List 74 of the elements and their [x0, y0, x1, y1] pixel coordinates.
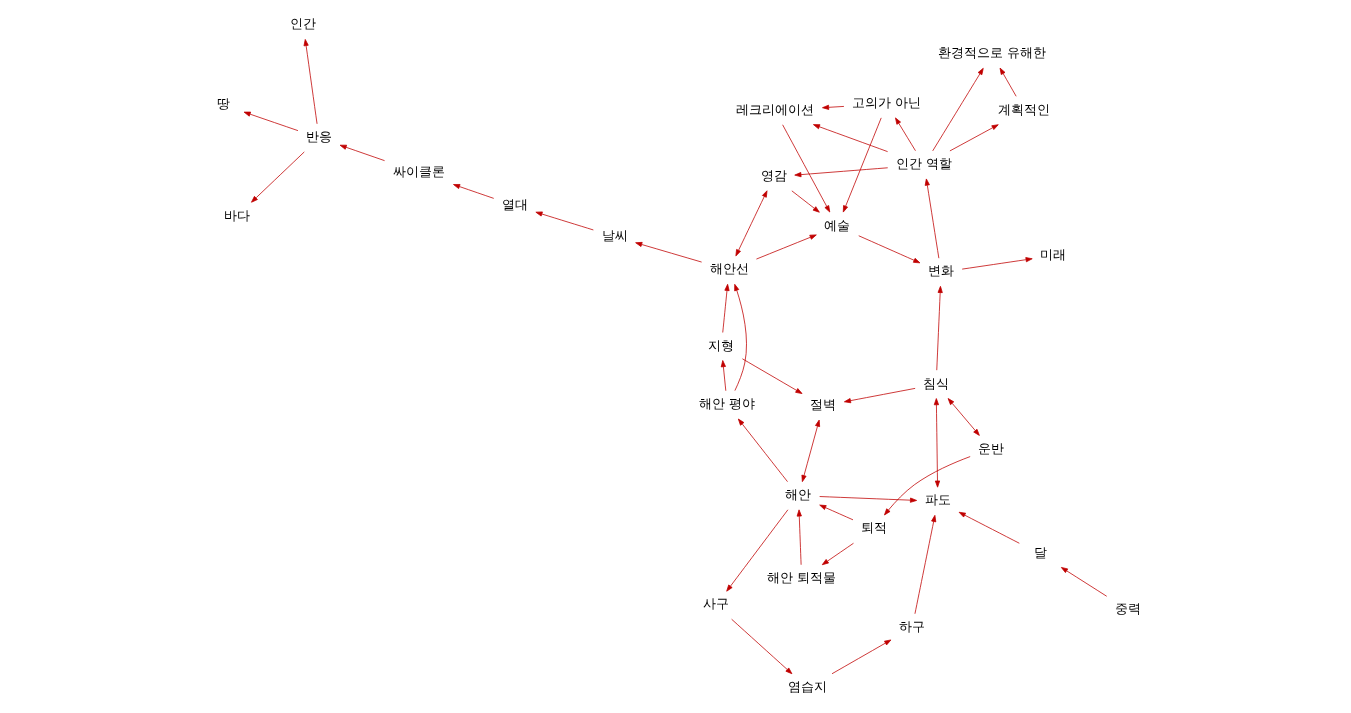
- arrow: [303, 39, 318, 125]
- arrow: [821, 542, 854, 566]
- node-text: 환경적으로 유해한: [937, 45, 1047, 61]
- arrow: [801, 419, 821, 482]
- arrow: [635, 242, 702, 263]
- node-text: 날씨: [601, 227, 628, 243]
- arrow: [932, 67, 984, 152]
- node-text: 해안 퇴적물: [767, 570, 837, 586]
- arrow: [722, 283, 730, 333]
- arrow: [819, 504, 854, 521]
- node-text: 바다: [223, 207, 250, 223]
- node-text: 운반: [978, 440, 1005, 456]
- arrow: [936, 285, 943, 371]
- arrow: [251, 151, 305, 203]
- arrow: [742, 358, 803, 394]
- arrow: [720, 360, 727, 392]
- node-text: 계획적인: [998, 101, 1051, 117]
- arrow: [737, 418, 788, 483]
- node-text: 해안선: [709, 261, 749, 277]
- arrow: [842, 117, 882, 213]
- node-text: 해안 평야: [699, 396, 756, 412]
- node-text: 인간: [290, 16, 317, 32]
- node-text: 퇴적: [861, 520, 888, 536]
- arrow: [782, 124, 831, 213]
- arrow: [831, 639, 892, 675]
- node-text: 달: [1033, 545, 1047, 561]
- node-text: 싸이클론: [392, 163, 445, 179]
- arrow: [819, 496, 918, 503]
- node-text: 하구: [899, 618, 926, 634]
- arrow: [794, 167, 889, 178]
- arrow: [453, 184, 495, 199]
- node-text: 염습지: [788, 678, 828, 694]
- arrow: [884, 456, 971, 516]
- arrow: [243, 111, 299, 131]
- node-text: 영감: [760, 167, 787, 183]
- arrow: [947, 398, 980, 436]
- arrow: [914, 514, 937, 615]
- node-text: 땅: [216, 96, 230, 112]
- node-text: 반응: [306, 129, 333, 145]
- arrow: [843, 388, 916, 404]
- node-text: 파도: [924, 492, 951, 508]
- arrow: [756, 234, 817, 260]
- arrow: [822, 104, 845, 110]
- arrow: [735, 190, 768, 257]
- arrow: [813, 124, 888, 152]
- node-text: 사구: [703, 596, 730, 612]
- arrow: [961, 257, 1033, 270]
- arrow: [999, 67, 1017, 97]
- node-text: 미래: [1040, 246, 1067, 262]
- node-text: 침식: [923, 375, 950, 391]
- arrow: [958, 511, 1020, 544]
- arrow: [731, 618, 793, 675]
- arrow: [933, 398, 941, 488]
- arrow: [924, 178, 940, 259]
- node-text: 절벽: [810, 397, 837, 413]
- arrow: [895, 117, 916, 152]
- node-text: 지형: [708, 337, 735, 353]
- arrow: [734, 283, 747, 391]
- node-text: 해안: [785, 486, 812, 502]
- node-text: 열대: [501, 196, 528, 212]
- arrow: [726, 509, 789, 592]
- node-text: 레크리에이션: [735, 101, 814, 117]
- node-text: 변화: [928, 263, 955, 279]
- arrow: [791, 190, 820, 213]
- arrow: [796, 509, 802, 566]
- arrow: [1060, 567, 1108, 597]
- arrow: [949, 124, 999, 152]
- node-text: 고의가 아닌: [852, 94, 922, 110]
- arrow: [339, 144, 385, 162]
- node-text: 인간 역할: [896, 156, 953, 172]
- arrow: [858, 235, 921, 264]
- node-text: 중력: [1114, 600, 1141, 616]
- arrow: [535, 211, 594, 231]
- node-text: 예술: [824, 217, 851, 233]
